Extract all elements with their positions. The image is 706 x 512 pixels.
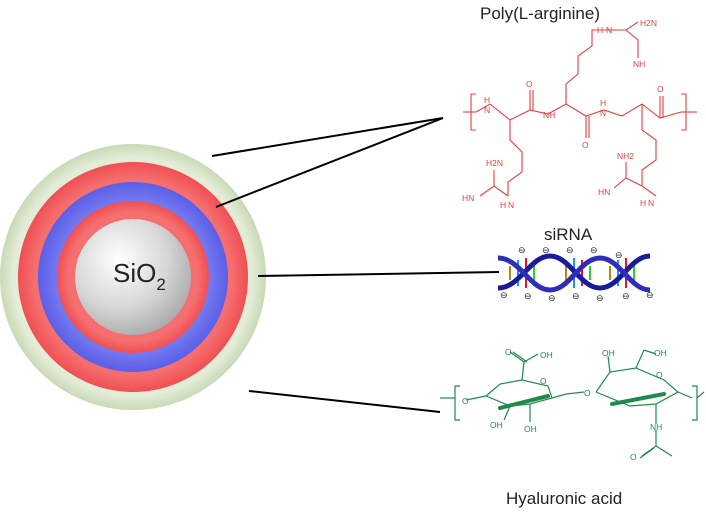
- svg-text:O: O: [657, 84, 664, 94]
- sirna-label: siRNA: [544, 225, 593, 244]
- svg-text:H: H: [640, 198, 646, 208]
- svg-text:HN: HN: [598, 187, 610, 197]
- svg-text:N: N: [606, 25, 612, 35]
- svg-text:NH: NH: [650, 422, 662, 432]
- svg-text:H2N: H2N: [640, 18, 657, 28]
- svg-text:O: O: [505, 347, 512, 357]
- svg-text:⊖: ⊖: [566, 245, 574, 255]
- svg-text:O: O: [540, 376, 547, 386]
- svg-text:OH: OH: [524, 424, 537, 434]
- ha-bracket-right: [692, 385, 698, 421]
- svg-text:O: O: [584, 388, 591, 398]
- sirna-helix: ⊖ ⊖ ⊖ ⊖ ⊖ ⊖ ⊖ ⊖ ⊖ ⊖ ⊖ ⊖: [497, 245, 654, 303]
- leader-arginine-outer: [211, 117, 444, 157]
- leader-hyaluronic: [248, 390, 441, 413]
- svg-text:⊖: ⊖: [524, 291, 532, 301]
- leader-lines: [211, 117, 500, 413]
- svg-text:NH: NH: [633, 59, 645, 69]
- svg-text:O: O: [582, 140, 589, 150]
- ha-ring-2: [595, 367, 680, 407]
- svg-text:H: H: [500, 200, 506, 210]
- core-label: SiO2: [113, 258, 166, 294]
- svg-text:O: O: [656, 370, 663, 380]
- svg-text:N: N: [648, 198, 654, 208]
- svg-text:H: H: [600, 98, 606, 108]
- hyaluronic-acid-structure: O OH O O OH OH O OH OH O NH O: [440, 347, 705, 462]
- svg-text:O: O: [630, 452, 637, 462]
- svg-text:⊖: ⊖: [590, 245, 598, 255]
- svg-text:O: O: [462, 396, 469, 406]
- nanoparticle: SiO2: [0, 144, 266, 410]
- poly-arginine-structure: H N O NH O H N O H N H2N NH H2N HN H N N…: [462, 18, 697, 210]
- svg-text:HN: HN: [462, 193, 474, 203]
- svg-text:OH: OH: [540, 350, 553, 360]
- svg-text:N: N: [600, 108, 606, 118]
- phosphate-charges: ⊖ ⊖ ⊖ ⊖ ⊖ ⊖ ⊖ ⊖ ⊖ ⊖ ⊖ ⊖: [500, 245, 654, 303]
- svg-text:H2N: H2N: [486, 158, 503, 168]
- svg-text:NH2: NH2: [617, 151, 634, 161]
- ha-bracket-left: [454, 385, 460, 421]
- svg-text:⊖: ⊖: [548, 293, 556, 303]
- leader-arginine-inner: [215, 117, 444, 208]
- svg-text:⊖: ⊖: [622, 291, 630, 301]
- svg-text:NH: NH: [543, 110, 555, 120]
- svg-text:⊖: ⊖: [500, 290, 508, 300]
- leader-sirna: [257, 271, 500, 277]
- svg-text:OH: OH: [654, 348, 667, 358]
- hyaluronic-acid-label: Hyaluronic acid: [506, 489, 622, 508]
- svg-text:H: H: [597, 25, 603, 35]
- silica-core: [75, 219, 191, 335]
- svg-text:O: O: [526, 79, 533, 89]
- svg-text:⊖: ⊖: [542, 245, 550, 255]
- svg-text:OH: OH: [602, 348, 615, 358]
- svg-text:⊖: ⊖: [572, 291, 580, 301]
- helix-strand-2: [497, 255, 651, 293]
- poly-arginine-label: Poly(L-arginine): [480, 4, 600, 23]
- svg-text:⊖: ⊖: [615, 250, 623, 260]
- svg-text:N: N: [484, 105, 490, 115]
- svg-text:OH: OH: [490, 420, 503, 430]
- svg-text:⊖: ⊖: [518, 245, 526, 255]
- svg-text:H: H: [484, 95, 490, 105]
- svg-text:N: N: [508, 200, 514, 210]
- svg-text:⊖: ⊖: [646, 290, 654, 300]
- backbone: [475, 103, 682, 121]
- svg-text:⊖: ⊖: [596, 293, 604, 303]
